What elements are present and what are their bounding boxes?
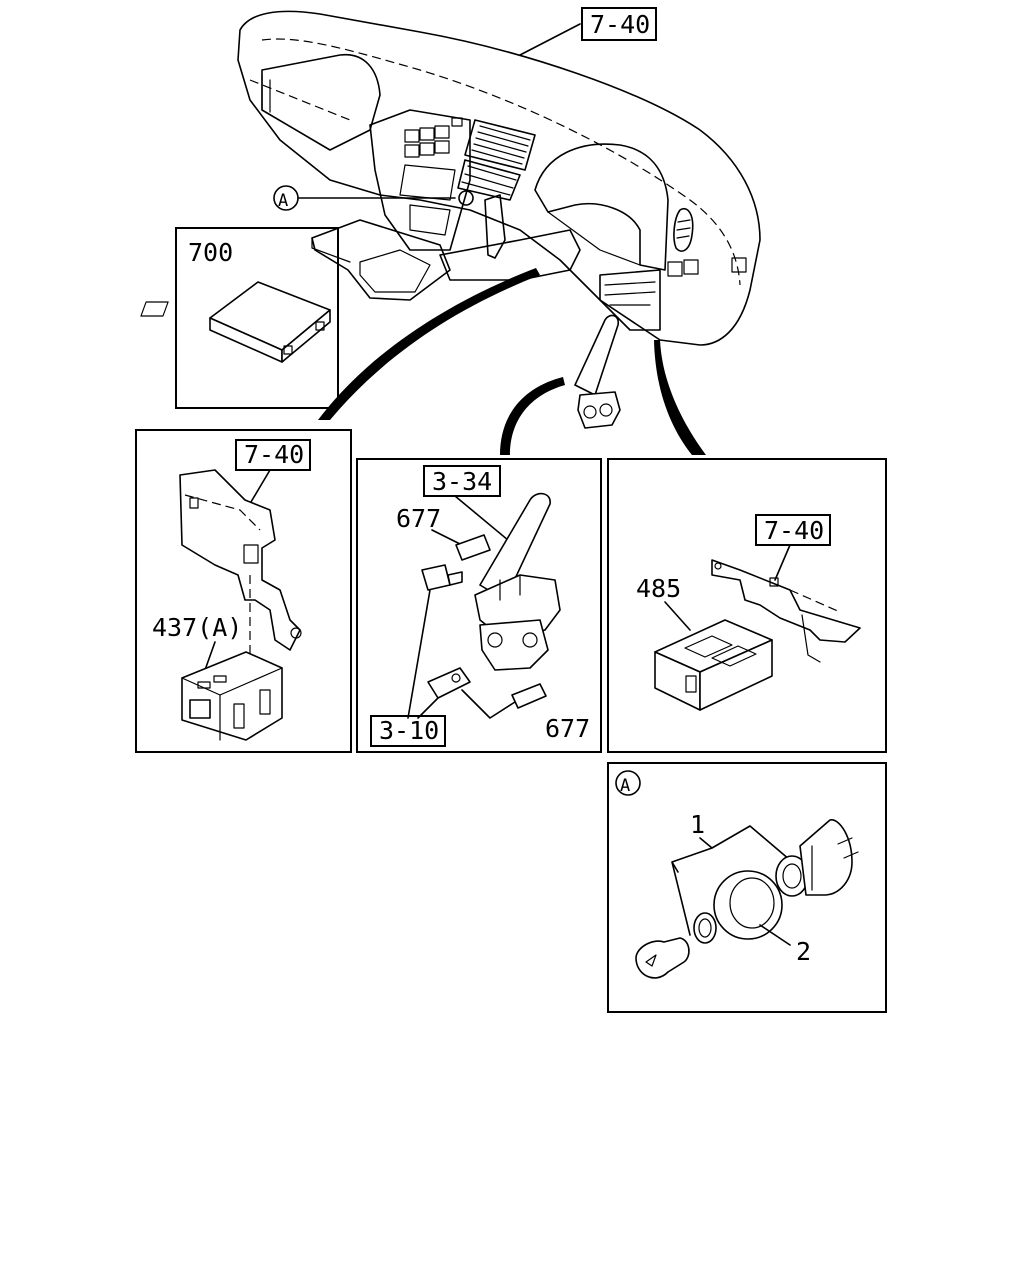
right-panel xyxy=(607,458,887,753)
leader-top-ref xyxy=(519,23,581,56)
ref-box-mid-bottom xyxy=(370,715,446,747)
left-panel xyxy=(135,429,352,753)
detail-a-label: A xyxy=(620,776,630,796)
valve-overview-drawing xyxy=(574,314,621,429)
detail-a-circle xyxy=(615,770,641,796)
module-485-drawing xyxy=(654,619,773,711)
ref-label-mid-top: 3-34 xyxy=(432,467,492,496)
middle-panel xyxy=(356,458,602,753)
ref-box-left xyxy=(235,439,311,471)
part-1-label: 1 xyxy=(690,810,705,839)
leader-677-bottom xyxy=(461,689,516,719)
dashboard-drawing xyxy=(237,10,761,346)
ref-box-top xyxy=(581,7,657,41)
switch-437-drawing xyxy=(181,651,283,741)
leader-part-2 xyxy=(759,924,791,946)
part-437-label: 437(A) xyxy=(152,613,242,642)
bracket-right-drawing xyxy=(711,559,861,663)
module-700-drawing xyxy=(140,281,331,363)
ref-box-right xyxy=(755,514,831,546)
detail-a-marker-label: A xyxy=(278,191,288,211)
part-700-label: 700 xyxy=(188,238,233,267)
detail-a-panel xyxy=(607,762,887,1013)
part-700-panel xyxy=(175,227,339,409)
part-485-label: 485 xyxy=(636,574,681,603)
bracket-left-drawing xyxy=(179,469,302,651)
leader-3-10 xyxy=(407,589,439,719)
leader-part-1 xyxy=(671,825,791,936)
ref-label-top: 7-40 xyxy=(590,10,650,39)
part-677-bottom-label: 677 xyxy=(545,714,590,743)
part-2-label: 2 xyxy=(796,937,811,966)
cigarette-lighter-drawing xyxy=(635,819,859,979)
arrow-to-right-panel xyxy=(654,340,706,455)
valve-detail-drawing xyxy=(421,492,561,709)
ref-label-left: 7-40 xyxy=(244,440,304,469)
arrow-to-mid-panel xyxy=(500,377,565,455)
ref-label-mid-bottom: 3-10 xyxy=(379,716,439,745)
ref-label-right: 7-40 xyxy=(764,516,824,545)
part-677-top-label: 677 xyxy=(396,504,441,533)
arrow-to-left-panel xyxy=(318,268,540,420)
ref-box-mid-top xyxy=(423,465,501,497)
